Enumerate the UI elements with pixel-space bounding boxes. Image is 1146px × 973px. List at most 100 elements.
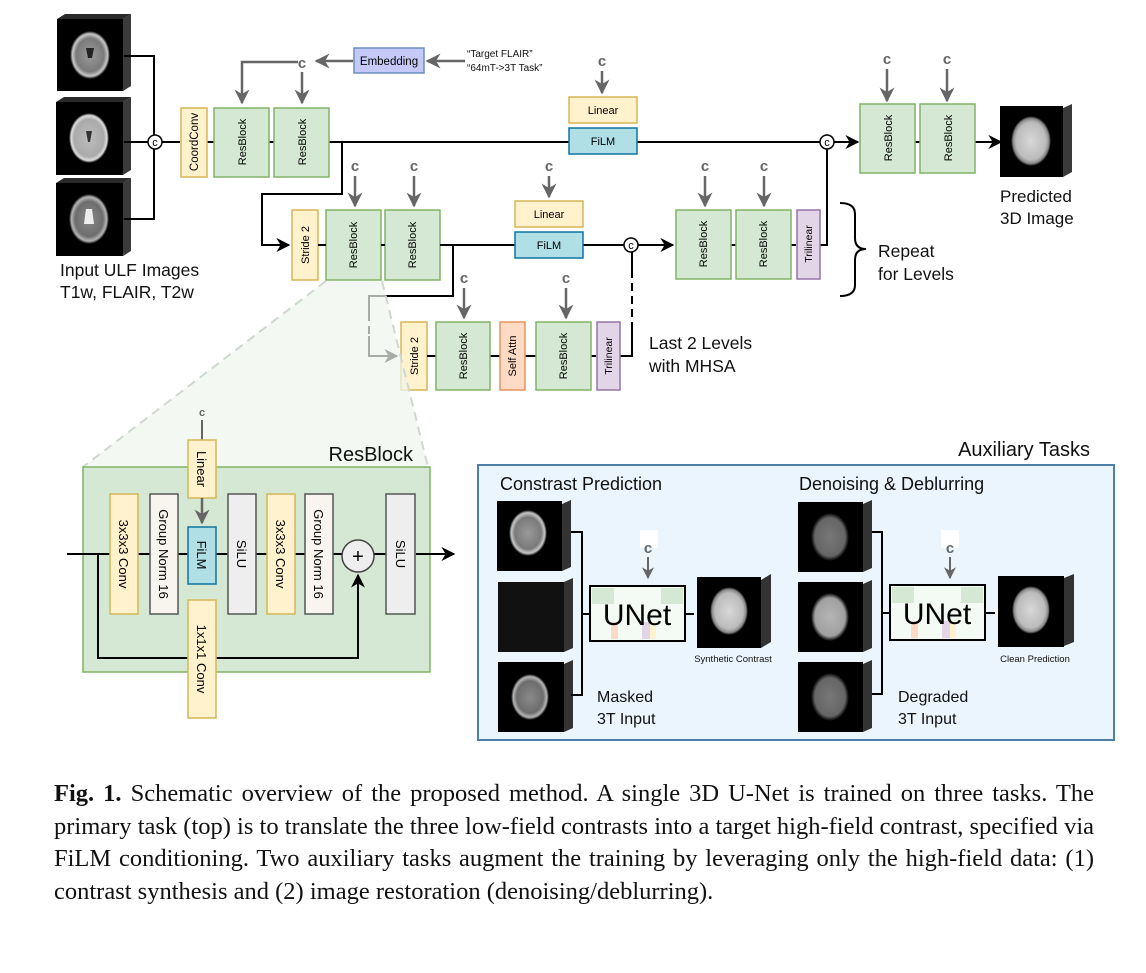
input-image-t1w (57, 14, 131, 91)
groupnorm-label: Group Norm 16 (311, 509, 326, 599)
masked-input-label-line1: Masked (597, 689, 653, 706)
concat-label: c (152, 137, 158, 149)
stride2-label: Stride 2 (409, 337, 421, 375)
skip-down-1 (261, 142, 343, 252)
clean-prediction-image (998, 574, 1074, 647)
cond-symbol: c (943, 51, 951, 68)
resblock-label: ResBlock (883, 114, 895, 161)
zoom-cone (83, 281, 428, 467)
cond-symbol: c (883, 51, 891, 68)
resblock-label: ResBlock (237, 118, 249, 165)
film-top: c Linear FiLM (568, 53, 638, 155)
resblock-label: ResBlock (698, 220, 710, 267)
concat-node-input: c (147, 134, 163, 150)
degraded-input-2 (798, 580, 872, 652)
stride2-label: Stride 2 (300, 226, 312, 264)
l2-cond: c c (347, 158, 422, 208)
resblock-label: ResBlock (943, 114, 955, 161)
resblock-l2-2: ResBlock (384, 209, 441, 281)
detail-conv3-1: 3x3x3 Conv (109, 493, 139, 615)
film-block (514, 231, 584, 259)
stride2-block-l2: Stride 2 (291, 209, 319, 281)
linear-label: Linear (588, 105, 619, 117)
cond-symbol: c (760, 158, 768, 175)
linear-block (514, 200, 584, 228)
cond-symbol: c (351, 158, 359, 175)
detail-conv1: 1x1x1 Conv (187, 599, 217, 719)
synthetic-contrast-image (697, 574, 771, 648)
groupnorm-label: Group Norm 16 (156, 509, 171, 599)
constrast-unet: UNet (589, 585, 686, 642)
unet-label: UNet (603, 599, 672, 632)
linear-label: Linear (534, 209, 565, 221)
coordconv-block: CoordConv (180, 107, 208, 178)
l3-cond: c c (456, 270, 574, 320)
cond-symbol: c (644, 540, 652, 557)
cond-symbol: c (545, 158, 553, 175)
resblock-label: ResBlock (297, 118, 309, 165)
trilinear-block-l3: Trilinear (596, 321, 621, 391)
aux-title: Auxiliary Tasks (958, 439, 1090, 461)
trilinear-label: Trilinear (603, 337, 615, 375)
concat-label: c (628, 240, 634, 252)
degraded-input-1 (798, 500, 872, 572)
cond-symbol: c (410, 158, 418, 175)
conv3-label: 3x3x3 Conv (116, 520, 131, 589)
constrast-input-t2 (498, 660, 573, 732)
resblock-label: ResBlock (348, 221, 360, 268)
clean-prediction-label: Clean Prediction (1000, 654, 1070, 665)
resblock-label: ResBlock (458, 332, 470, 379)
input-label-line2: T1w, FLAIR, T2w (60, 282, 194, 302)
resblock-l2-dec-1: ResBlock (675, 209, 732, 280)
embedding-prompt-line1: “Target FLAIR” (467, 49, 533, 60)
l2-dec-cond: c c (697, 158, 772, 208)
degraded-input-label-line2: 3T Input (898, 711, 957, 728)
caption-label: Fig. 1. (54, 780, 122, 807)
caption-text: Schematic overview of the proposed metho… (54, 780, 1094, 905)
plus-label: + (352, 546, 364, 568)
self-attn-label: Self Attn (507, 336, 519, 377)
coordconv-label: CoordConv (189, 113, 201, 171)
resblock-top-2: ResBlock (273, 107, 330, 178)
aux-denoising: Denoising & Deblurring c UNet (798, 474, 1074, 732)
method-diagram: c Input ULF Images T1w, FLAIR, T2w Coord… (56, 14, 1115, 741)
resblock-label: ResBlock (558, 332, 570, 379)
embedding-cond: c Embedding “Target FLAIR” “64mT->3T Tas… (234, 47, 543, 105)
repeat-label-line1: Repeat (878, 241, 935, 261)
embedding-block (353, 47, 425, 74)
output-label-line1: Predicted (1000, 187, 1072, 206)
resblock-main-path (67, 547, 456, 659)
input-image-flair (56, 97, 131, 175)
unet-label: UNet (903, 598, 972, 631)
resblock-l3-2: ResBlock (535, 321, 592, 391)
film-label: FiLM (537, 240, 561, 252)
cond-symbol: c (562, 270, 570, 287)
cond-symbol: c (199, 407, 205, 419)
resblock-dec-top-1: ResBlock (859, 103, 916, 174)
embedding-prompt-line2: “64mT->3T Task” (467, 63, 543, 74)
repeat-label-line2: for Levels (878, 264, 954, 284)
cond-symbol: c (298, 55, 306, 72)
detail-conv3-2: 3x3x3 Conv (266, 493, 296, 615)
resblock-l3-1: ResBlock (435, 321, 491, 391)
concat-node-l2: c (623, 237, 639, 253)
mhsa-label-line1: Last 2 Levels (649, 333, 752, 353)
conv1-label: 1x1x1 Conv (194, 625, 209, 694)
constrast-input-t1 (497, 500, 571, 571)
embedding-label: Embedding (360, 56, 418, 68)
film-label: FiLM (194, 541, 209, 570)
detail-silu-1: SiLU (227, 493, 257, 615)
silu-label: SiLU (234, 540, 249, 568)
film-label: FiLM (591, 136, 615, 148)
detail-groupnorm-1: Group Norm 16 (149, 493, 179, 615)
denoise-unet: UNet (889, 584, 986, 641)
resblock-detail: ResBlock c Linear 3x3x3 Conv (67, 407, 456, 719)
resblock-label: ResBlock (407, 221, 419, 268)
resblock-label: ResBlock (758, 220, 770, 267)
trilinear-block-l2: Trilinear (796, 209, 821, 280)
synthetic-contrast-label: Synthetic Contrast (694, 654, 772, 665)
predicted-image (1000, 104, 1072, 177)
silu-label: SiLU (393, 540, 408, 568)
resblock-top-1: ResBlock (213, 107, 270, 178)
decoder-top-cond: c c (879, 51, 955, 103)
